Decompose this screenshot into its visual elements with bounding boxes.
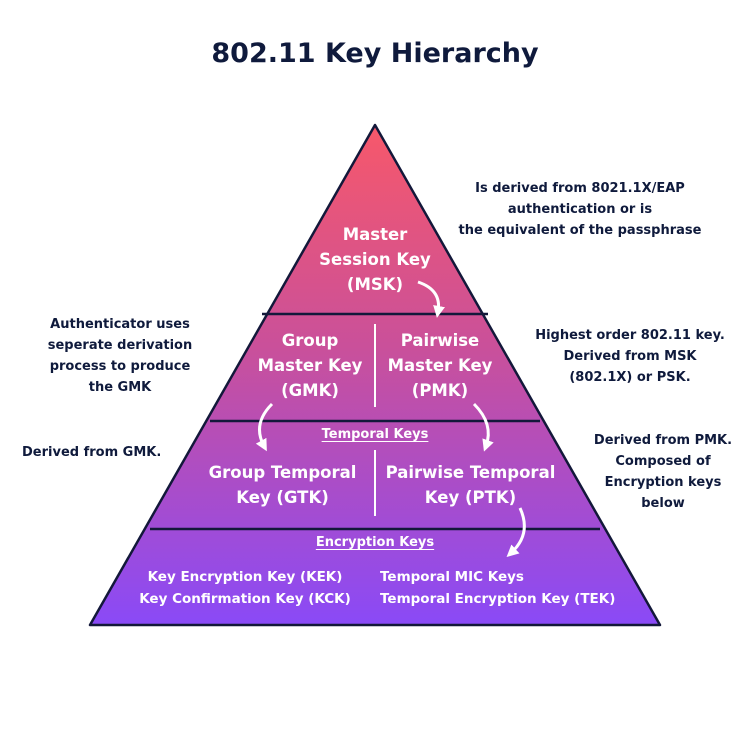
temporal-keys-heading: Temporal Keys xyxy=(321,427,429,442)
ptk-label: Pairwise Temporal Key (PTK) xyxy=(385,463,556,507)
encryption-keys-left: Key Encryption Key (KEK) Key Confirmatio… xyxy=(139,569,351,607)
note-pmk: Highest order 802.11 key. Derived from M… xyxy=(535,328,725,385)
arrow-gmk-to-gtk xyxy=(255,402,274,452)
encryption-keys-right: Temporal MIC Keys Temporal Encryption Ke… xyxy=(380,569,616,607)
note-msk: Is derived from 8021.1X/EAP authenticati… xyxy=(458,181,702,238)
encryption-keys-heading: Encryption Keys xyxy=(315,535,435,550)
gmk-label: Group Master Key (GMK) xyxy=(257,331,363,400)
arrow-pmk-to-ptk xyxy=(472,402,494,452)
msk-label: Master Session Key (MSK) xyxy=(319,225,431,294)
pmk-label: Pairwise Master Key (PMK) xyxy=(387,331,493,400)
note-gtk: Derived from GMK. xyxy=(22,445,162,460)
arrow-msk-to-pmk xyxy=(417,280,445,318)
gtk-label: Group Temporal Key (GTK) xyxy=(208,463,357,507)
page-title: 802.11 Key Hierarchy xyxy=(211,38,539,69)
note-ptk: Derived from PMK. Composed of Encryption… xyxy=(593,433,733,511)
arrow-ptk-to-encryption xyxy=(506,507,526,558)
note-gmk: Authenticator uses seperate derivation p… xyxy=(47,317,193,395)
